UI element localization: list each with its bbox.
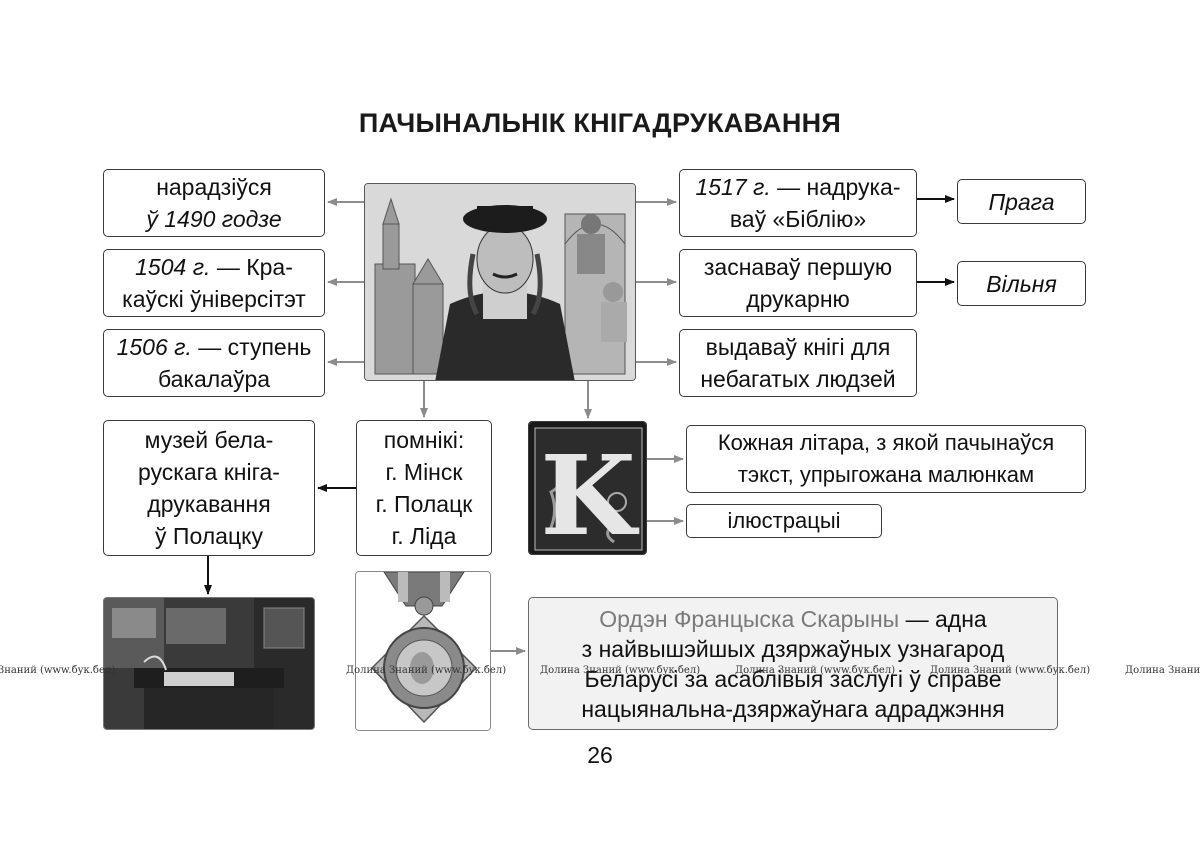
initial-letter-line2: тэкст, упрыгожана малюнкам (737, 462, 1035, 487)
museum-line1: музей бела- (144, 427, 274, 453)
initial-letter-glyph: K (540, 431, 639, 555)
printing-house-line1: заснаваў першую (703, 254, 893, 280)
watermark-4: Долина Знаний (www.бук.бел) (735, 665, 896, 676)
page-title: ПАЧЫНАЛЬНІК КНІГАДРУКАВАННЯ (358, 108, 842, 138)
bachelor-degree-box: 1506 г. — ступень бакалаўра (103, 329, 325, 397)
medal-image (355, 571, 491, 731)
watermark-3: Долина Знаний (www.бук.бел) (540, 665, 701, 676)
order-box: Ордэн Францыска Скарыны — адна з найвышэ… (528, 597, 1058, 730)
bible-line1-rest: — надрука- (770, 174, 901, 200)
books-for-poor-line2: небагатых людзей (700, 366, 896, 392)
printing-house-box: заснаваў першую друкарню (679, 249, 917, 317)
bachelor-line2: бакалаўра (157, 366, 271, 392)
monuments-line1: помнікі: (383, 427, 465, 453)
illustrations-box: ілюстрацыі (686, 504, 882, 538)
bachelor-line1-rest: — ступень (191, 334, 312, 360)
watermark-6: Долина Знаний (www.бук.бел) (1125, 665, 1200, 676)
monuments-line2: г. Мінск (385, 459, 463, 485)
page-number: 26 (587, 742, 613, 768)
watermark-2: Долина Знаний (www.бук.бел) (346, 665, 507, 676)
museum-line3: друкавання (147, 491, 271, 517)
museum-photo (103, 597, 315, 730)
books-for-poor-line1: выдаваў кнігі для (705, 334, 891, 360)
birth-box: нарадзіўся ў 1490 годзе (103, 169, 325, 237)
bible-line2: ваў «Біблію» (729, 206, 867, 232)
city-box-prague: Прага (957, 179, 1086, 224)
printing-house-line2: друкарню (746, 286, 850, 312)
order-name: Ордэн Францыска Скарыны (599, 605, 900, 632)
monuments-line3: г. Полацк (375, 491, 473, 517)
museum-box: музей бела- рускага кніга- друкавання ў … (103, 420, 315, 556)
birth-line2: ў 1490 годзе (146, 206, 282, 232)
initial-letter-image: K (528, 421, 647, 555)
order-line2: з найвышэйшых дзяржаўных узнагарод (581, 635, 1005, 662)
birth-line1: нарадзіўся (156, 174, 272, 200)
monuments-line4: г. Ліда (391, 523, 457, 549)
city-box-vilnius: Вільня (957, 261, 1086, 306)
initial-letter-box: Кожная літара, з якой пачынаўся тэкст, у… (686, 425, 1086, 493)
krakow-line2: каўскі ўніверсітэт (122, 286, 306, 312)
krakow-line1-rest: — Кра- (210, 254, 293, 280)
watermark-1: Знаний (www.бук.бел) (0, 665, 116, 676)
initial-letter-line1: Кожная літара, з якой пачынаўся (717, 430, 1055, 455)
museum-line4: ў Полацку (155, 523, 263, 549)
krakow-university-box: 1504 г. — Кра- каўскі ўніверсітэт (103, 249, 325, 317)
order-line3: Беларусі за асаблівыя заслугі ў справе (584, 665, 1002, 692)
books-for-poor-box: выдаваў кнігі для небагатых людзей (679, 329, 917, 397)
krakow-year: 1504 г. (135, 254, 211, 280)
bachelor-year: 1506 г. (116, 334, 192, 360)
museum-line2: рускага кніга- (138, 459, 280, 485)
order-line4: нацыянальна-дзяржаўнага адраджэння (581, 695, 1005, 722)
order-rest1: — адна (899, 605, 987, 632)
bible-box: 1517 г. — надрука- ваў «Біблію» (679, 169, 917, 237)
bible-year: 1517 г. (695, 174, 771, 200)
watermark-strip: Знаний (www.бук.бел) Долина Знаний (www.… (0, 665, 1200, 679)
monuments-box: помнікі: г. Мінск г. Полацк г. Ліда (356, 420, 492, 556)
portrait-image (364, 183, 636, 381)
watermark-5: Долина Знаний (www.бук.бел) (930, 665, 1091, 676)
